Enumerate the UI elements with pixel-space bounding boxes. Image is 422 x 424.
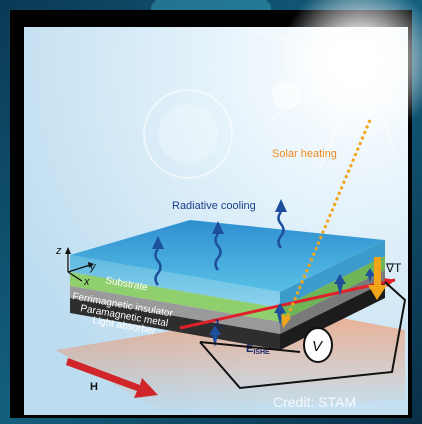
credit-text: Credit: STAM — [273, 394, 356, 410]
block-top-face — [70, 220, 385, 292]
flare-core — [158, 104, 218, 164]
radiative-cooling-label: Radiative cooling — [172, 200, 256, 212]
absorber-side — [280, 282, 385, 350]
solar-heating-label: Solar heating — [272, 148, 337, 160]
axis-arrowheads — [65, 247, 94, 268]
absorber-layer — [70, 298, 280, 350]
flare-dot — [272, 81, 300, 109]
paramagnetic-side — [280, 270, 385, 334]
grad-t-arrow — [368, 257, 387, 300]
sun — [280, 0, 422, 140]
substrate-layer — [70, 255, 280, 308]
ferrimagnetic-side — [280, 256, 385, 322]
label-e-ishe: EISHE — [246, 343, 270, 356]
spin-current-arrows — [209, 268, 375, 347]
label-js: Js — [213, 318, 223, 331]
h-field-arrow — [66, 358, 158, 398]
sun-rays — [249, 29, 396, 171]
flare-ring — [143, 89, 233, 179]
paramagnetic-layer — [70, 286, 280, 334]
solar-heating-arrow — [281, 119, 372, 328]
voltmeter-label: V — [312, 338, 324, 355]
axis-y-label: y — [89, 261, 97, 273]
axis-z-label: z — [55, 245, 62, 257]
h-field-label: H — [90, 381, 98, 393]
cooling-wavy-arrows — [154, 211, 285, 286]
circuit-wires — [199, 281, 407, 390]
ferrimagnetic-layer — [70, 272, 280, 322]
voltmeter: V — [303, 327, 333, 363]
substrate-side — [280, 240, 385, 308]
axis-x-label: x — [83, 276, 90, 288]
axes — [67, 253, 91, 282]
grad-t-label: ∇T — [385, 261, 402, 275]
cooling-arrowheads — [152, 199, 287, 249]
